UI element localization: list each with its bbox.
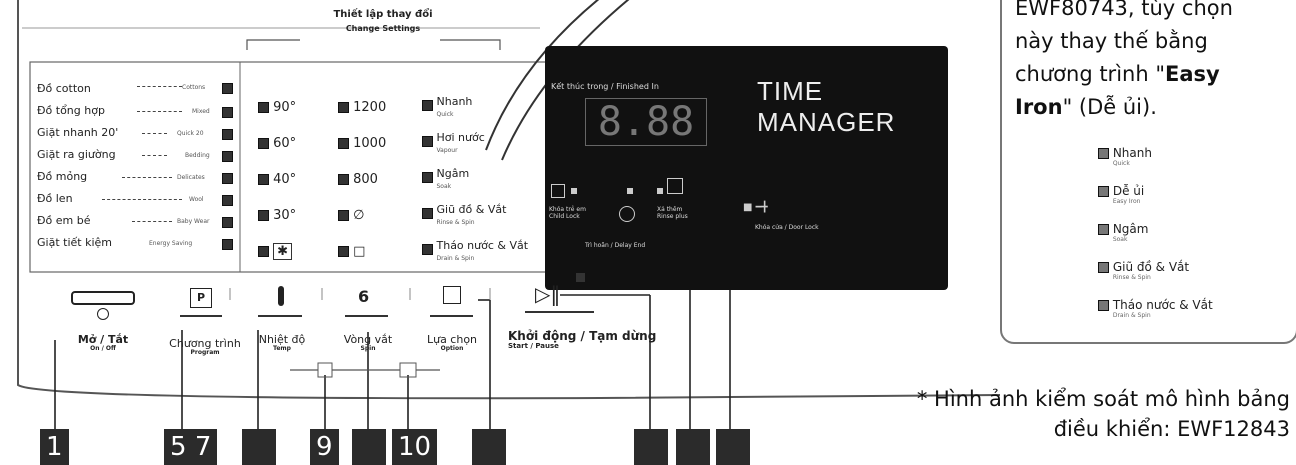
- brand-title: TIME MANAGER: [757, 76, 896, 137]
- play-pause-icon: ▷‖: [535, 282, 561, 306]
- spin-item: □: [338, 244, 386, 280]
- lcd-display: Kết thúc trong / Finished In 8.88 TIME M…: [545, 46, 948, 290]
- temp-item: 40°: [258, 172, 296, 208]
- program-item: Giặt nhanh 20'Quick 20: [37, 126, 237, 148]
- spin-item: 1200: [338, 100, 386, 136]
- callout-box: [634, 429, 668, 465]
- spin-item: 1000: [338, 136, 386, 172]
- spin-icon: 6: [358, 287, 370, 306]
- callout-1: 1: [40, 429, 69, 465]
- indicator-dot: [657, 188, 663, 194]
- start-indicator: [575, 272, 586, 283]
- note-text: EWF80743, tùy chọn này thay thế bằng chư…: [1015, 0, 1233, 119]
- temp-item: 30°: [258, 208, 296, 244]
- callout-9: 9: [310, 429, 339, 465]
- callout-10: 10: [392, 429, 438, 465]
- rinse-plus-icon: [667, 178, 683, 194]
- temp-item: 90°: [258, 100, 296, 136]
- callout-box: [242, 429, 276, 465]
- delay-clock-icon: [619, 206, 635, 222]
- indicator-dot: [627, 188, 633, 194]
- door-lock-icon: ■ ━╋: [743, 202, 768, 213]
- program-icon: P: [190, 288, 212, 308]
- note-box: [1000, 0, 1296, 344]
- delay-end-label: Trì hoãn / Delay End: [585, 242, 646, 249]
- settings-title-vi: Thiết lập thay đổi: [333, 9, 433, 20]
- temp-item: ✱: [258, 243, 296, 280]
- door-lock-label: Khóa cửa / Door Lock: [755, 224, 819, 231]
- spin-list: 1200 1000 800 ∅ □: [338, 100, 386, 280]
- callout-box: [472, 429, 506, 465]
- temperature-list: 90° 60° 40° 30° ✱: [258, 100, 296, 280]
- footnote: * Hình ảnh kiểm soát mô hình bảng điều k…: [916, 387, 1290, 441]
- temp-item: 60°: [258, 136, 296, 172]
- callout-box: [716, 429, 750, 465]
- spin-item: 800: [338, 172, 386, 208]
- indicator-dot: [571, 188, 577, 194]
- spin-item: ∅: [338, 208, 386, 244]
- child-lock-icon: [551, 184, 565, 198]
- finished-in-label: Kết thúc trong / Finished In: [551, 82, 659, 91]
- callout-box: [676, 429, 710, 465]
- power-icon: [97, 308, 109, 320]
- digit-display: 8.88: [585, 98, 707, 146]
- callout-5-7: 5 7: [164, 429, 218, 465]
- settings-title-en: Change Settings: [345, 24, 421, 33]
- option-icon: [443, 286, 461, 304]
- callout-box: [352, 429, 386, 465]
- thermometer-icon: [278, 286, 284, 306]
